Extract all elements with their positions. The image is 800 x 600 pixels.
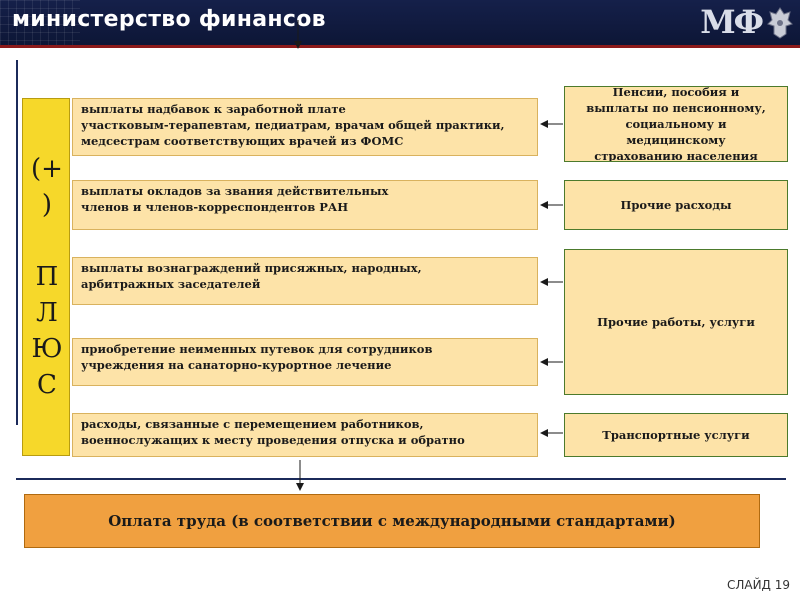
plus-letter: Ю (31, 334, 63, 364)
category-box-other-works: Прочие работы, услуги (564, 249, 788, 395)
mf-logo: МФ (700, 3, 764, 41)
plus-letter: С (37, 370, 57, 400)
row-box-bonus-payments: выплаты надбавок к заработной плате учас… (72, 98, 538, 156)
row-box-travel-expenses: расходы, связанные с перемещением работн… (72, 413, 538, 457)
row-box-ran-salaries: выплаты окладов за звания действительных… (72, 180, 538, 230)
result-label: Оплата труда (в соответствии с междунаро… (108, 512, 676, 530)
header-bar: министерство финансов МФ (0, 0, 800, 45)
left-border-line (16, 60, 18, 425)
row-box-juror-rewards: выплаты вознаграждений присяжных, народн… (72, 257, 538, 305)
category-label-pensions: Пенсии, пособия и выплаты по пенсионному… (586, 86, 766, 162)
category-box-transport: Транспортные услуги (564, 413, 788, 457)
plus-symbol: (+) (23, 151, 71, 223)
category-label-transport: Транспортные услуги (602, 428, 750, 442)
ministry-title: министерство финансов (12, 7, 326, 32)
plus-symbol-line: (+ (31, 154, 63, 184)
header-stripe (0, 45, 800, 48)
slide-number: СЛАЙД 19 (726, 578, 790, 592)
category-box-other-expenses: Прочие расходы (564, 180, 788, 230)
category-label-other-expenses: Прочие расходы (620, 198, 732, 212)
plus-letter: П (35, 262, 59, 292)
bottom-border-line (16, 478, 786, 480)
plus-letter: Л (36, 298, 58, 328)
result-box: Оплата труда (в соответствии с междунаро… (24, 494, 760, 548)
category-label-other-works: Прочие работы, услуги (597, 315, 755, 329)
header-grid-decoration (0, 0, 80, 45)
plus-symbol-line: ) (41, 190, 53, 220)
coat-of-arms-icon (767, 7, 793, 39)
row-box-resort-vouchers: приобретение неименных путевок для сотру… (72, 338, 538, 386)
category-box-pensions: Пенсии, пособия и выплаты по пенсионному… (564, 86, 788, 162)
